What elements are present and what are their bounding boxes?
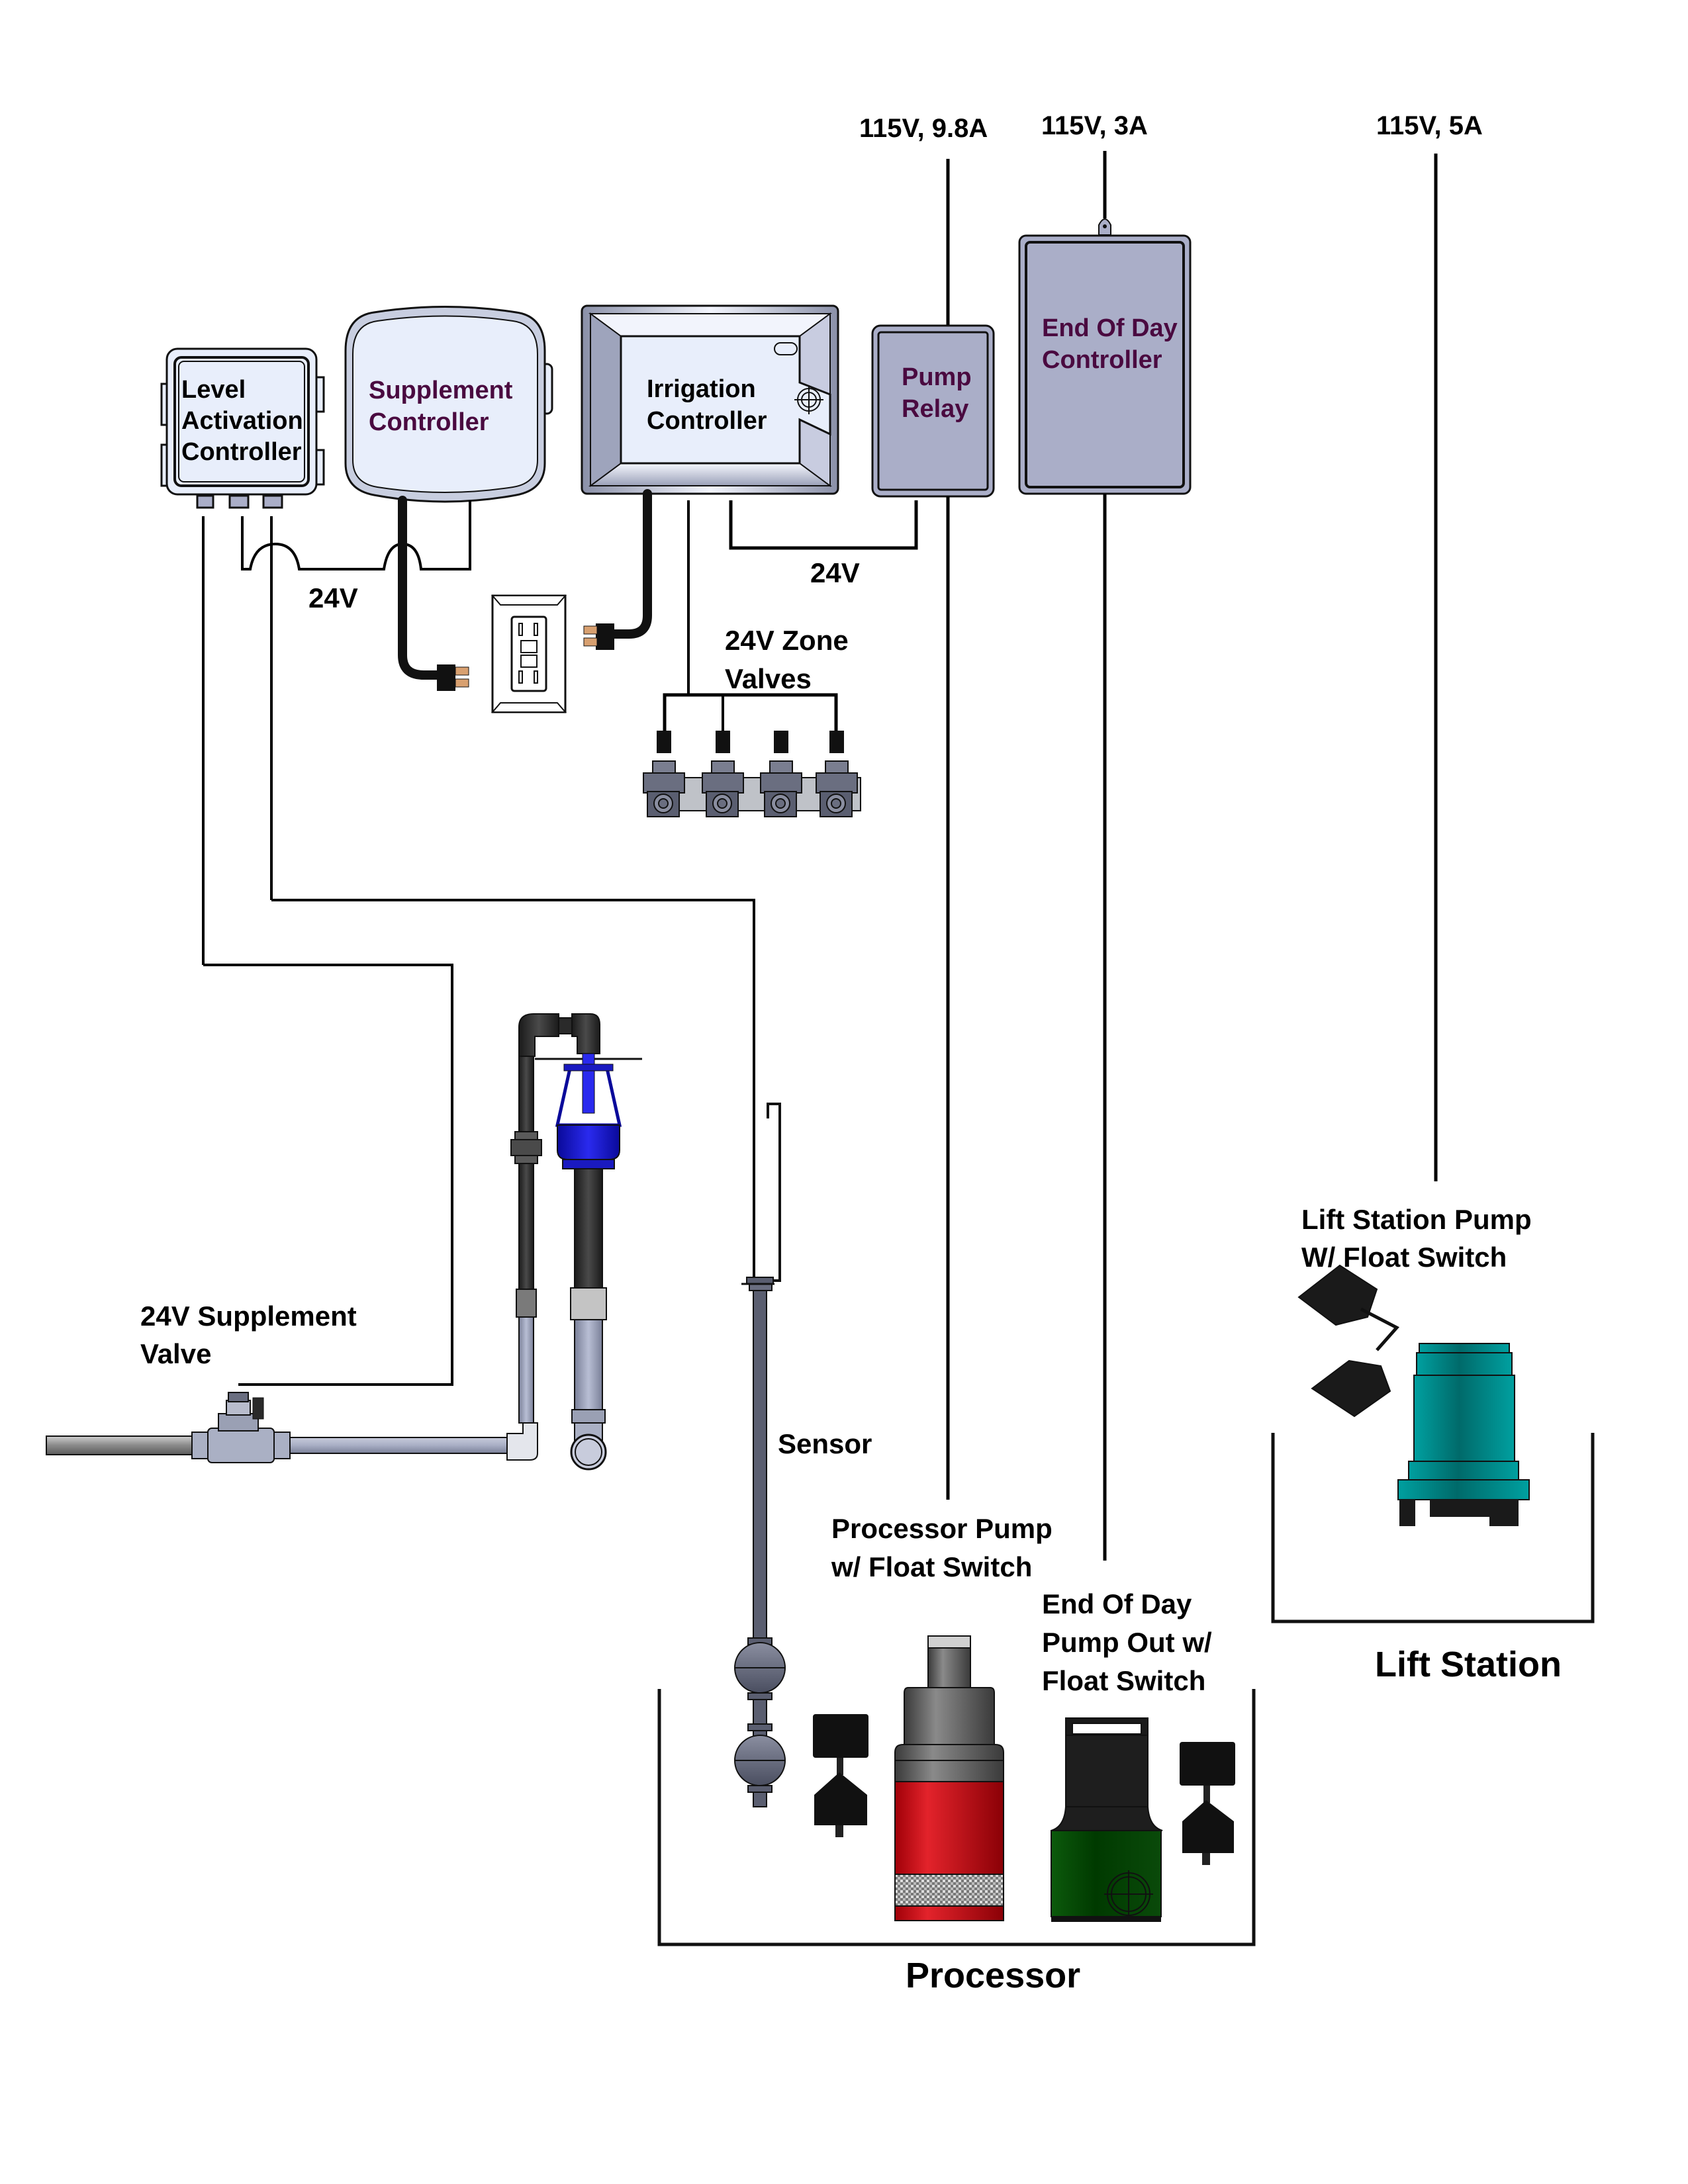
svg-text:115V, 9.8A: 115V, 9.8A bbox=[859, 114, 988, 143]
lift-station-pump-label-line2: W/ Float Switch bbox=[1301, 1242, 1507, 1273]
wire-label-24v-right: 24V bbox=[810, 557, 860, 588]
pump-relay: Pump Relay bbox=[871, 324, 995, 498]
wire-zone-valves-bus bbox=[663, 693, 838, 735]
processor-pump bbox=[894, 1635, 1004, 1921]
supplement-plumbing bbox=[46, 1013, 642, 1471]
processor-pump-label-line2: w/ Float Switch bbox=[831, 1551, 1032, 1582]
power-label-eod-controller: 115V, 3A bbox=[1041, 111, 1148, 140]
eod-pump-target-icon bbox=[1104, 1870, 1153, 1918]
lift-station-pump-label-line1: Lift Station Pump bbox=[1301, 1204, 1532, 1235]
eod-controller-label-line2: Controller bbox=[1042, 346, 1162, 374]
level-activation-label-line1: Level bbox=[181, 376, 246, 404]
eod-pump-label-line2: Pump Out w/ bbox=[1042, 1627, 1212, 1658]
eod-controller-label-line1: End Of Day bbox=[1042, 314, 1178, 342]
zone-valve-4 bbox=[816, 731, 858, 817]
irrigation-controller: Irrigation Controller bbox=[581, 304, 839, 495]
level-activation-label-line2: Activation bbox=[181, 407, 303, 435]
supplement-valve bbox=[207, 1392, 275, 1463]
level-activation-controller: Level Activation Controller bbox=[160, 347, 325, 509]
wire-24v-level-to-supplement bbox=[241, 500, 471, 570]
power-label-lift-station: 115V, 5A bbox=[1376, 111, 1483, 140]
pump-relay-label-line2: Relay bbox=[902, 395, 968, 423]
float-valve bbox=[555, 1053, 622, 1169]
zone-valve-3 bbox=[760, 731, 802, 817]
eod-pump bbox=[1051, 1717, 1163, 1922]
processor-pump-label-line1: Processor Pump bbox=[831, 1513, 1053, 1544]
zone-valves-label-line2: Valves bbox=[725, 663, 812, 694]
plug-icon-supplement bbox=[437, 664, 469, 691]
float-switch-lift-station bbox=[1297, 1264, 1399, 1418]
processor-tank-label: Processor bbox=[906, 1956, 1080, 1995]
power-label-pump-relay: 115V, 9.8A bbox=[859, 114, 988, 143]
zone-valve-2 bbox=[702, 731, 744, 817]
irrigation-label-line1: Irrigation bbox=[647, 375, 756, 403]
zone-valves-label-line1: 24V Zone bbox=[725, 625, 849, 656]
processor-tank bbox=[657, 1689, 1256, 1946]
zone-valve-1 bbox=[643, 731, 685, 817]
irrigation-power-cord bbox=[608, 489, 652, 639]
supplement-valve-label-line2: Valve bbox=[140, 1338, 211, 1369]
lift-station-tank-label: Lift Station bbox=[1375, 1645, 1562, 1684]
pump-relay-label-line1: Pump bbox=[902, 363, 972, 391]
wire-24v-irrigation-to-relay bbox=[729, 500, 918, 550]
svg-text:115V, 3A: 115V, 3A bbox=[1041, 111, 1148, 140]
lift-station-pump bbox=[1397, 1343, 1530, 1526]
latch-icon bbox=[774, 342, 798, 355]
lift-station-tank bbox=[1271, 1433, 1595, 1623]
float-switch-eod bbox=[1180, 1742, 1235, 1865]
end-of-day-controller: End Of Day Controller bbox=[1018, 218, 1192, 495]
irrigation-label-line2: Controller bbox=[647, 407, 767, 435]
supplement-valve-label-line1: 24V Supplement bbox=[140, 1300, 357, 1332]
eod-pump-label-line3: Float Switch bbox=[1042, 1665, 1205, 1696]
supplement-controller: Supplement Controller bbox=[344, 306, 553, 503]
lock-target-icon bbox=[794, 385, 823, 414]
eod-pump-label-line1: End Of Day bbox=[1042, 1588, 1192, 1619]
wall-outlet bbox=[491, 594, 567, 713]
wire-label-24v-left: 24V bbox=[308, 582, 358, 614]
level-sensor bbox=[734, 1103, 786, 1807]
plug-icon-irrigation bbox=[583, 623, 614, 650]
supplement-label-line2: Controller bbox=[369, 408, 489, 436]
float-switch-processor bbox=[813, 1714, 868, 1837]
level-activation-label-line3: Controller bbox=[181, 438, 302, 466]
zone-valve-manifold bbox=[643, 731, 861, 817]
sensor-label: Sensor bbox=[778, 1428, 872, 1459]
supplement-label-line1: Supplement bbox=[369, 377, 513, 404]
supplement-power-cord bbox=[398, 496, 444, 680]
svg-text:115V, 5A: 115V, 5A bbox=[1376, 111, 1483, 140]
